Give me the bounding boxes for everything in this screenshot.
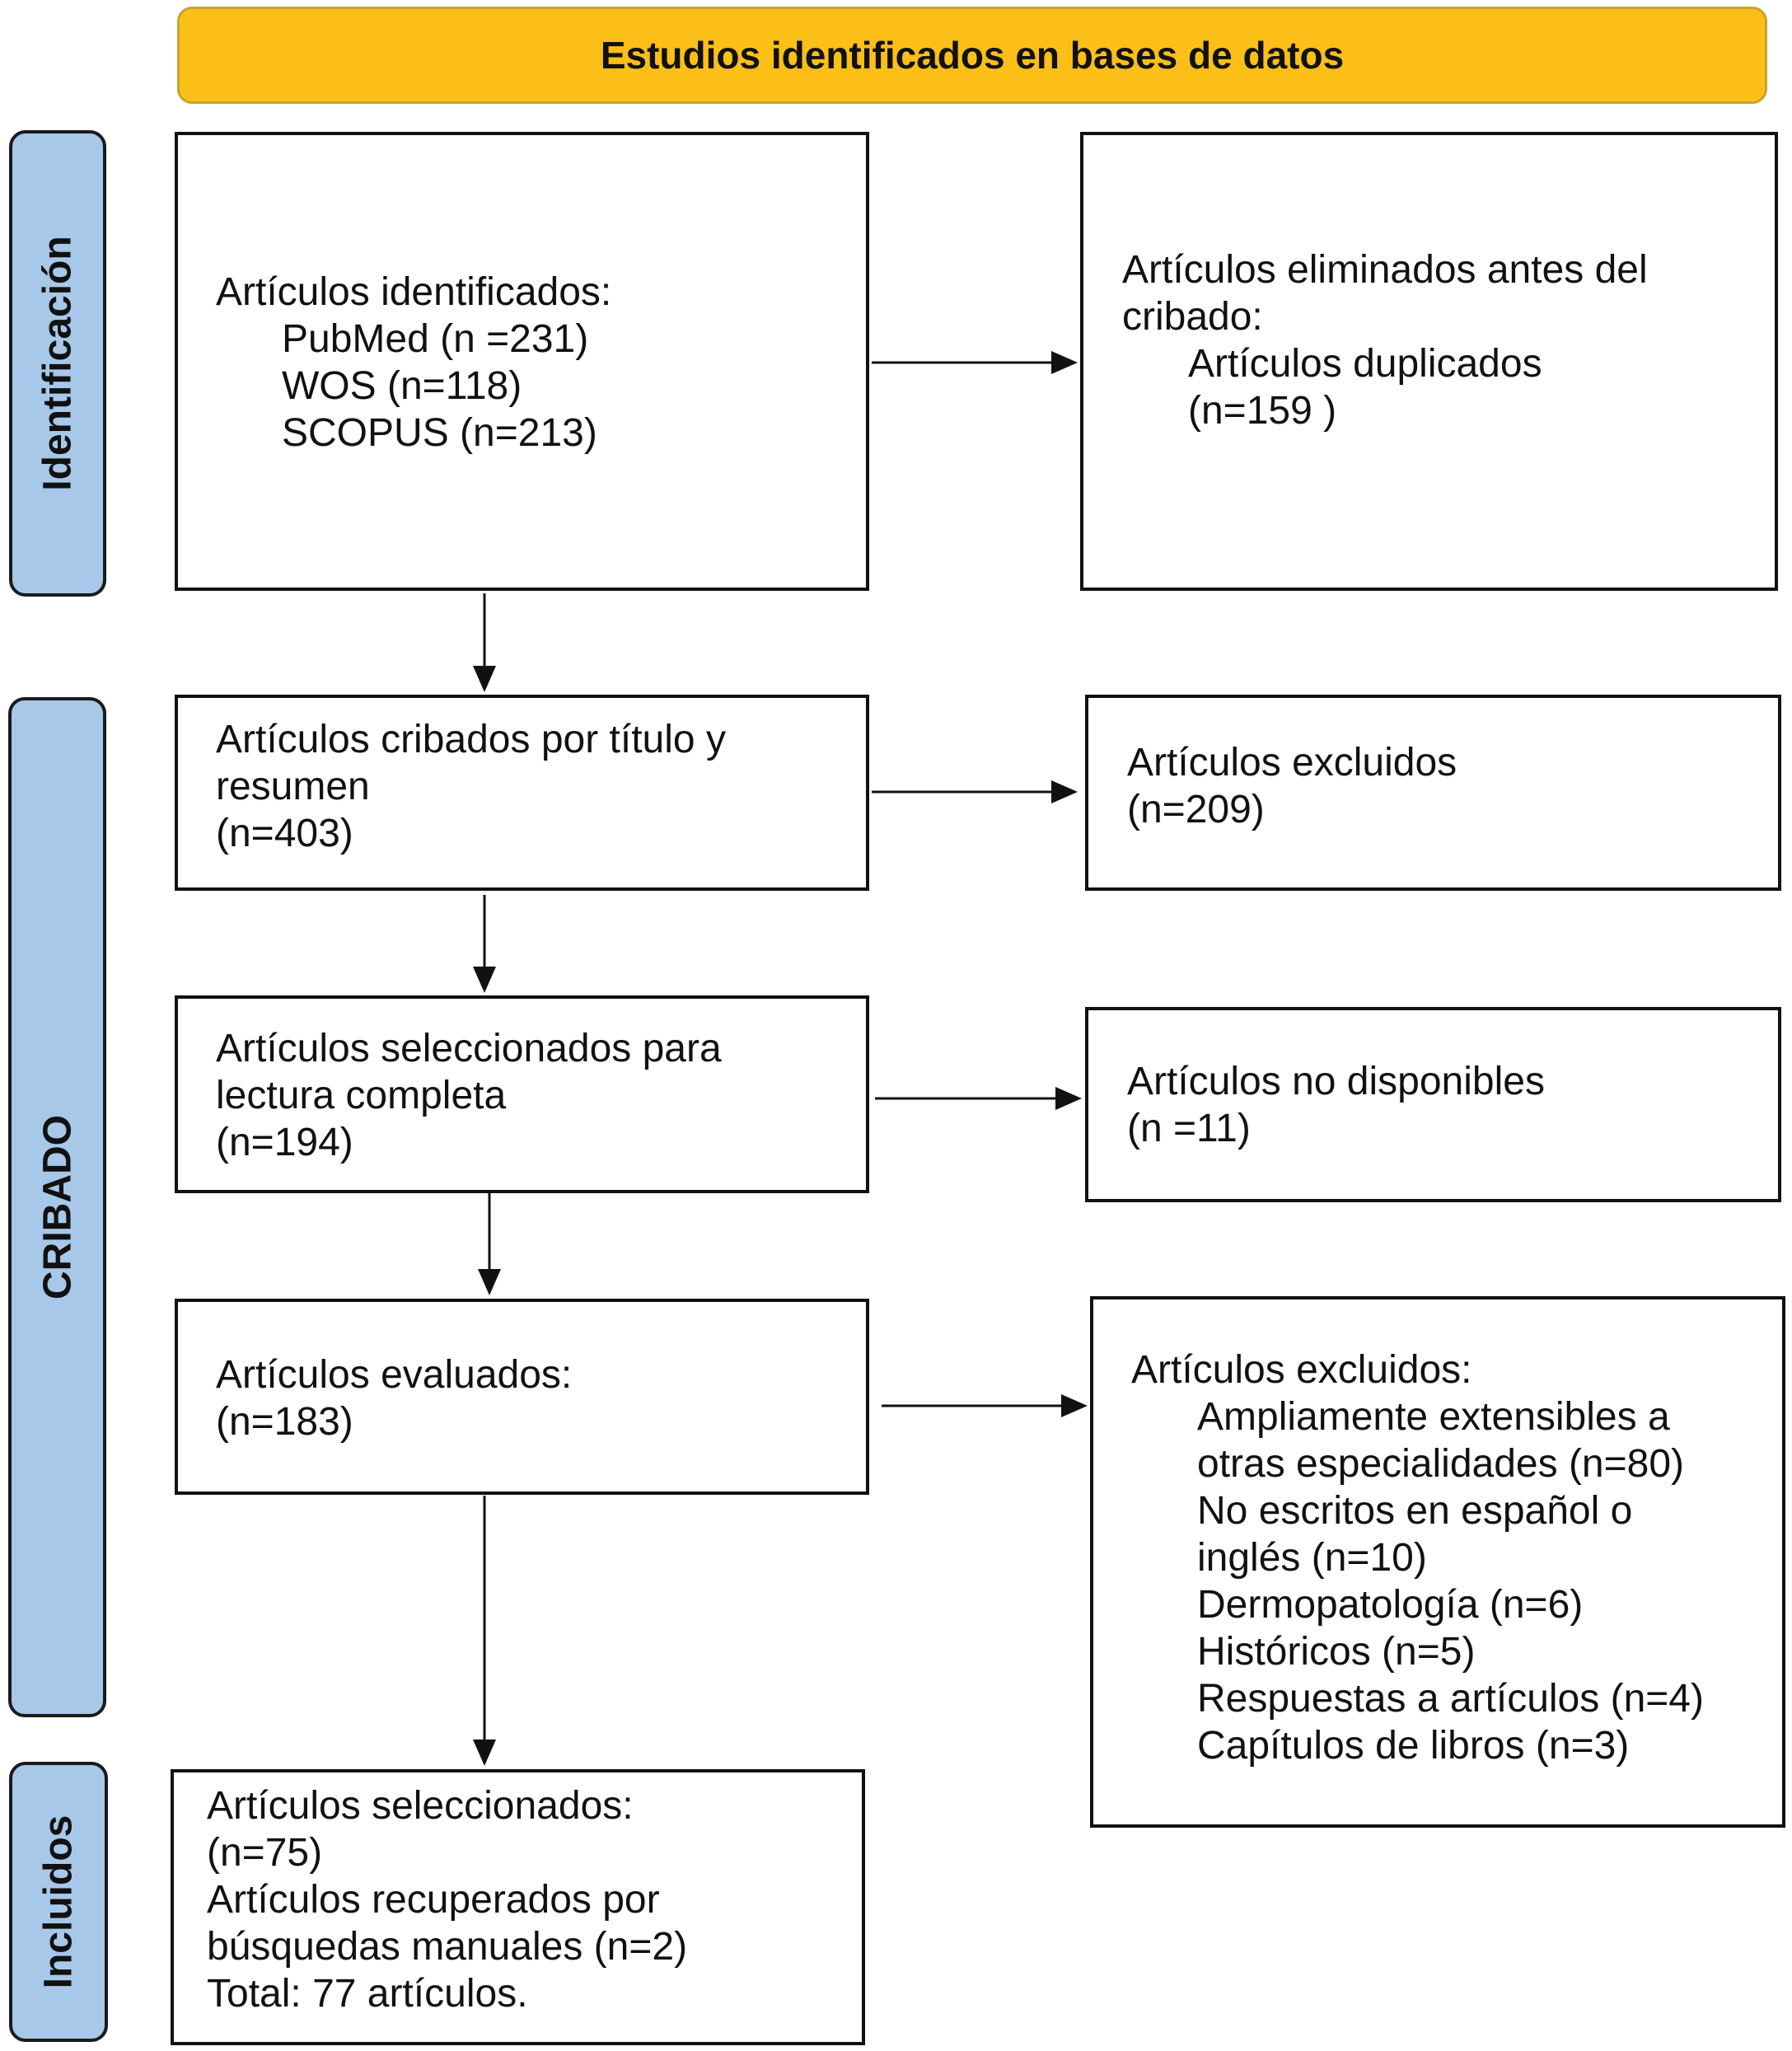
selected-full-line: Artículos seleccionados para (216, 1027, 722, 1070)
arrowhead (478, 1269, 501, 1295)
box-screened: Artículos cribados por título y resumen … (175, 695, 869, 891)
arrowhead (1061, 1394, 1088, 1417)
excluded-1-line: (n=209) (1127, 788, 1265, 831)
box-unavailable: Artículos no disponibles (n =11) (1085, 1007, 1781, 1202)
evaluated-line: Artículos evaluados: (216, 1353, 573, 1397)
box-removed: Artículos eliminados antes del cribado: … (1080, 132, 1778, 591)
screened-line: resumen (216, 765, 370, 808)
excluded-2-line: Dermopatología (n=6) (1197, 1583, 1584, 1627)
phase-identificacion: Identificación (9, 130, 106, 597)
selected-full-line: (n=194) (216, 1121, 353, 1164)
included-line: Total: 77 artículos. (207, 1972, 528, 2016)
included-line: Artículos seleccionados: (207, 1784, 634, 1828)
evaluated-line: (n=183) (216, 1400, 353, 1444)
removed-line: (n=159 ) (1188, 389, 1337, 433)
arrowhead (1051, 780, 1078, 803)
unavailable-line: Artículos no disponibles (1127, 1060, 1545, 1103)
arrowhead (1051, 351, 1078, 374)
identified-line: WOS (n=118) (282, 364, 522, 408)
selected-full-line: lectura completa (216, 1074, 507, 1117)
excluded-2-line: No escritos en español o (1197, 1489, 1633, 1533)
excluded-2-line: Históricos (n=5) (1197, 1630, 1476, 1674)
included-line: (n=75) (207, 1831, 323, 1875)
identified-title: Artículos identificados: (216, 270, 612, 314)
box-included: Artículos seleccionados: (n=75) Artículo… (171, 1769, 865, 2045)
arrowhead (1055, 1087, 1082, 1110)
included-line: Artículos recuperados por (207, 1878, 660, 1922)
header-title: Estudios identificados en bases de datos (600, 34, 1345, 77)
removed-line: Artículos duplicados (1188, 342, 1542, 386)
removed-title-line: cribado: (1122, 295, 1263, 339)
excluded-2-line: otras especialidades (n=80) (1197, 1442, 1685, 1486)
identified-line: SCOPUS (n=213) (282, 411, 597, 455)
removed-title-line: Artículos eliminados antes del (1122, 248, 1648, 292)
excluded-2-line: Capítulos de libros (n=3) (1197, 1724, 1630, 1768)
included-line: búsquedas manuales (n=2) (207, 1925, 688, 1969)
screened-line: Artículos cribados por título y (216, 718, 726, 761)
excluded-2-line: Respuestas a artículos (n=4) (1197, 1677, 1704, 1721)
box-selected-full: Artículos seleccionados para lectura com… (175, 995, 869, 1193)
arrowhead (473, 666, 496, 692)
excluded-2-line: Ampliamente extensibles a (1197, 1395, 1670, 1439)
header-banner: Estudios identificados en bases de datos (177, 7, 1767, 104)
phase-incluidos: Incluidos (9, 1762, 108, 2042)
excluded-1-line: Artículos excluidos (1127, 741, 1457, 784)
box-identified: Artículos identificados: PubMed (n =231)… (175, 132, 869, 591)
screened-line: (n=403) (216, 812, 353, 855)
box-evaluated: Artículos evaluados: (n=183) (175, 1299, 869, 1495)
excluded-2-line: inglés (n=10) (1197, 1536, 1427, 1580)
phase-cribado: CRIBADO (8, 697, 106, 1717)
box-excluded-2: Artículos excluidos: Ampliamente extensi… (1090, 1296, 1785, 1828)
excluded-2-title: Artículos excluidos: (1131, 1348, 1472, 1392)
identified-line: PubMed (n =231) (282, 317, 589, 361)
arrowhead (473, 967, 496, 993)
unavailable-line: (n =11) (1127, 1107, 1251, 1150)
arrowhead (473, 1740, 496, 1766)
box-excluded-1: Artículos excluidos (n=209) (1085, 695, 1781, 891)
